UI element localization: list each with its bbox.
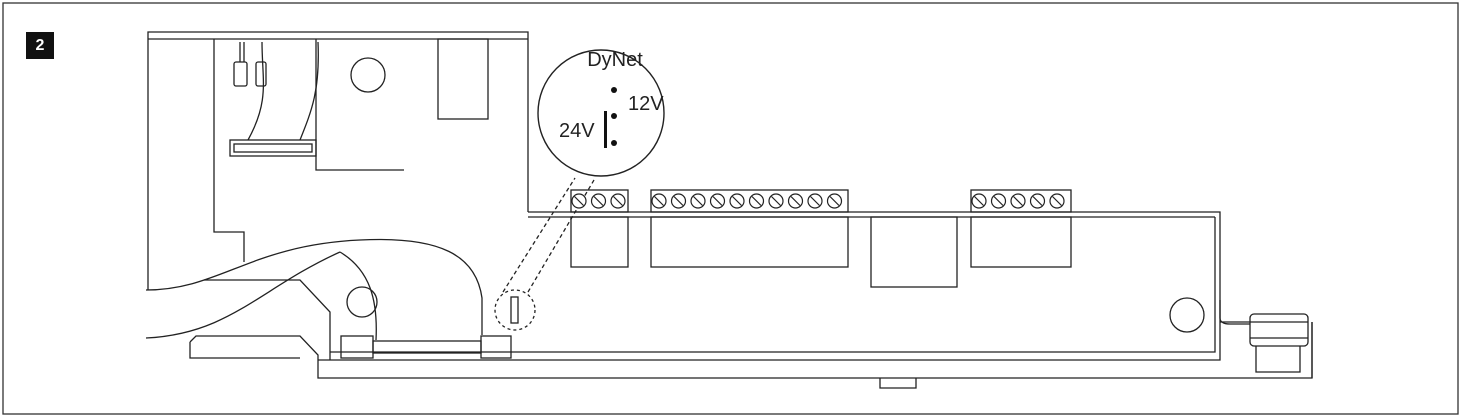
terminal-strip-middle (650, 189, 849, 213)
terminal-screws (571, 193, 1065, 209)
terminal-housing-right (970, 216, 1072, 268)
terminal-block-right-screw-slot (1032, 196, 1043, 206)
mounting-hole-left (346, 286, 378, 318)
terminal-block-middle-screw-slot (673, 196, 684, 206)
terminal-strip-left (570, 189, 629, 213)
terminal-housing-left (570, 216, 629, 268)
step-number-badge: 2 (26, 32, 54, 59)
terminal-block-middle-screw-slot (693, 196, 703, 206)
terminal-block-middle-screw-slot (732, 196, 742, 206)
terminal-block-right-screw-slot (1052, 196, 1062, 206)
terminal-housing-middle (650, 216, 849, 268)
jumper-link (510, 296, 519, 324)
ribbon-cable-lower (145, 238, 483, 335)
mounting-hole-right (1169, 297, 1205, 333)
terminal-block-left-screw-slot (593, 196, 604, 206)
terminal-strip-right (970, 189, 1072, 213)
terminal-block-middle-screw-slot (810, 196, 820, 206)
jumper-highlight-circle (494, 289, 536, 331)
terminal-block-right-screw-slot (993, 196, 1004, 206)
jumper-bar-24v (604, 111, 607, 148)
side-clip (1219, 300, 1309, 373)
terminal-block-right-screw-slot (1013, 196, 1023, 206)
callout-title: DyNet (587, 49, 643, 71)
mounting-hole-top (350, 57, 386, 93)
terminal-block-middle-screw-slot (751, 196, 762, 206)
network-jack (870, 216, 958, 288)
terminal-block-right-screw-slot (974, 196, 984, 206)
chassis-base (189, 322, 1313, 379)
terminal-block-middle-screw-slot (654, 196, 664, 206)
dynet-jumper-callout: DyNet 12V 24V (537, 49, 665, 177)
jumper-pin-middle (611, 113, 617, 119)
ribbon-cable-upper (247, 41, 319, 141)
terminal-block-middle-screw-slot (790, 196, 801, 206)
label-24v: 24V (559, 120, 595, 142)
relay-component (437, 38, 489, 120)
fuse-component (233, 42, 267, 87)
jumper-pin-top (611, 87, 617, 93)
ribbon-connector-lower-left (340, 335, 374, 359)
ribbon-connector-lower-right (480, 335, 512, 359)
enclosure-back-panel (147, 31, 529, 290)
terminal-block-middle-screw-slot (712, 196, 723, 206)
jumper-pin-bottom (611, 140, 617, 146)
main-circuit-board (318, 211, 1221, 361)
label-12v: 12V (628, 93, 664, 115)
ribbon-connector-upper (229, 139, 317, 157)
terminal-block-middle-screw-slot (829, 196, 840, 206)
terminal-block-left-screw-slot (574, 196, 584, 206)
terminal-block-middle-screw-slot (771, 196, 781, 206)
callout-leader-line (502, 177, 576, 293)
terminal-block-left-screw-slot (613, 196, 623, 206)
